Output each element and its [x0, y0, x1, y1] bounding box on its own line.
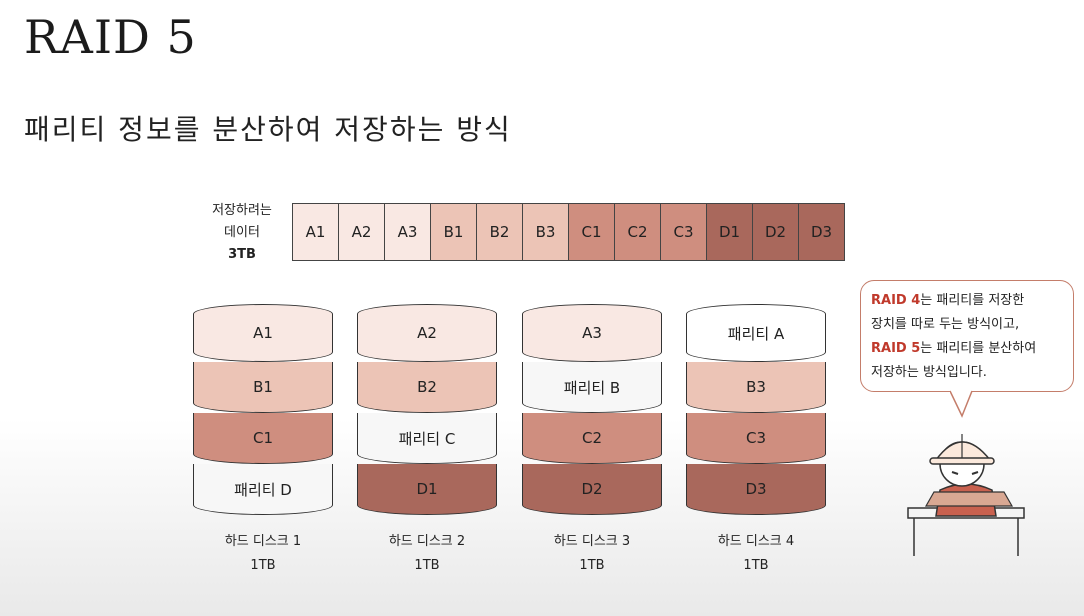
disk-segment: 패리티 C	[357, 413, 497, 464]
page-title: RAID 5	[24, 10, 197, 64]
bubble-text-3: 는 패리티를 분산하여	[920, 341, 1037, 356]
disk-segment: 패리티 B	[522, 362, 662, 413]
data-label-line2: 데이터	[224, 225, 260, 240]
page-subtitle: 패리티 정보를 분산하여 저장하는 방식	[24, 113, 512, 146]
data-block: A2	[339, 204, 385, 260]
disk-segment: A1	[193, 304, 333, 362]
disk-capacity: 1TB	[414, 558, 440, 573]
data-block: B3	[523, 204, 569, 260]
bubble-text-2: 장치를 따로 두는 방식이고,	[871, 317, 1020, 332]
speech-bubble: RAID 4는 패리티를 저장한 장치를 따로 두는 방식이고, RAID 5는…	[860, 280, 1074, 392]
disk-capacity: 1TB	[250, 558, 276, 573]
data-block: B2	[477, 204, 523, 260]
disk-segment: D3	[686, 464, 826, 515]
disk-name: 하드 디스크 3	[553, 534, 631, 549]
bubble-highlight-raid5: RAID 5	[871, 341, 921, 356]
bubble-highlight-raid4: RAID 4	[871, 293, 921, 308]
disk-segment: C3	[686, 413, 826, 464]
disk-segment: C1	[193, 413, 333, 464]
disk-segment: A3	[522, 304, 662, 362]
data-block: C2	[615, 204, 661, 260]
data-block: A1	[293, 204, 339, 260]
data-block: C3	[661, 204, 707, 260]
disk-segment: 패리티 D	[193, 464, 333, 515]
disk-segment: C2	[522, 413, 662, 464]
disk-name: 하드 디스크 4	[717, 534, 795, 549]
data-label-line3: 3TB	[228, 247, 256, 262]
speech-bubble-tail	[950, 390, 973, 418]
mascot-character-icon: CS	[907, 434, 1025, 556]
disk-name: 하드 디스크 1	[224, 534, 302, 549]
data-label-line1: 저장하려는	[212, 203, 272, 218]
disk-segment: B1	[193, 362, 333, 413]
data-label: 저장하려는 데이터 3TB	[196, 200, 288, 266]
data-block: D2	[753, 204, 799, 260]
disk-segment: B3	[686, 362, 826, 413]
data-block: B1	[431, 204, 477, 260]
data-block: C1	[569, 204, 615, 260]
bubble-text-4: 저장하는 방식입니다.	[871, 365, 987, 380]
disk-name: 하드 디스크 2	[388, 534, 466, 549]
bubble-text-1: 는 패리티를 저장한	[920, 293, 1025, 308]
data-block: A3	[385, 204, 431, 260]
disk-segment: D2	[522, 464, 662, 515]
disk-segment: 패리티 A	[686, 304, 826, 362]
disk-capacity: 1TB	[743, 558, 769, 573]
disk-segment: B2	[357, 362, 497, 413]
disk-segment: A2	[357, 304, 497, 362]
disk-segment: D1	[357, 464, 497, 515]
data-block: D1	[707, 204, 753, 260]
disk-capacity: 1TB	[579, 558, 605, 573]
data-block: D3	[799, 204, 844, 260]
